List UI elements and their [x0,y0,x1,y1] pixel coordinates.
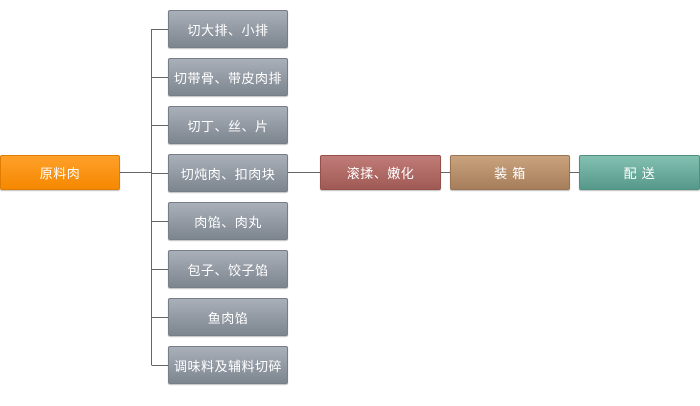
cut-node-5: 肉馅、肉丸 [168,202,288,240]
deliver-node: 配 送 [579,155,700,190]
source-node: 原料肉 [0,155,120,190]
cut-node-3: 切丁、丝、片 [168,106,288,144]
cut-node-7: 鱼肉馅 [168,298,288,336]
cut-node-2: 切带骨、带皮肉排 [168,58,288,96]
cut-node-4: 切炖肉、扣肉块 [168,154,288,192]
cut-node-6: 包子、饺子馅 [168,250,288,288]
cut-node-8: 调味料及辅料切碎 [168,346,288,384]
tumble-node: 滚揉、嫩化 [320,155,441,190]
pack-node: 装 箱 [450,155,570,190]
cut-node-1: 切大排、小排 [168,10,288,48]
